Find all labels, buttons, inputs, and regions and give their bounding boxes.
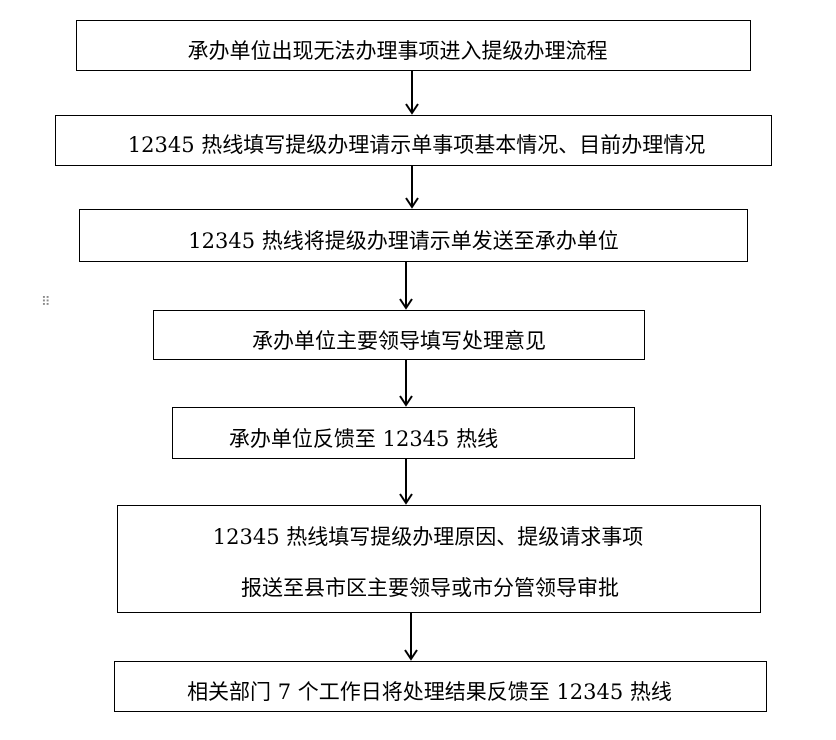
flow-step-6: 12345 热线填写提级办理原因、提级请求事项 报送至县市区主要领导或市分管领导… [117, 505, 761, 613]
flow-step-3-text: 12345 热线将提级办理请示单发送至承办单位 [188, 229, 619, 253]
flow-step-7-text: 相关部门 7 个工作日将处理结果反馈至 12345 热线 [187, 680, 672, 704]
drag-handle-icon[interactable]: ⠿ [41, 295, 51, 310]
flow-step-6-text-line-1: 12345 热线填写提级办理原因、提级请求事项 [212, 525, 644, 549]
flow-step-4-text: 承办单位主要领导填写处理意见 [252, 329, 546, 353]
flow-step-4: 承办单位主要领导填写处理意见 [153, 310, 645, 360]
flow-arrow-2 [405, 166, 419, 209]
flow-step-1: 承办单位出现无法办理事项进入提级办理流程 [76, 20, 751, 71]
flow-step-7: 相关部门 7 个工作日将处理结果反馈至 12345 热线 [114, 661, 767, 712]
flow-arrow-5 [399, 459, 413, 505]
flow-step-6-text-line-2: 报送至县市区主要领导或市分管领导审批 [241, 576, 619, 600]
flow-step-3: 12345 热线将提级办理请示单发送至承办单位 [79, 209, 748, 262]
flow-arrow-4 [399, 360, 413, 407]
flow-arrow-3 [399, 262, 413, 310]
flow-step-2-text: 12345 热线填写提级办理请示单事项基本情况、目前办理情况 [127, 133, 706, 157]
flow-step-1-text: 承办单位出现无法办理事项进入提级办理流程 [187, 39, 608, 63]
flow-step-5-text: 承办单位反馈至 12345 热线 [228, 427, 499, 451]
flow-arrow-1 [405, 71, 419, 115]
flow-arrow-6 [404, 613, 418, 661]
flow-step-2: 12345 热线填写提级办理请示单事项基本情况、目前办理情况 [55, 115, 772, 166]
flow-step-5: 承办单位反馈至 12345 热线 [172, 407, 635, 459]
